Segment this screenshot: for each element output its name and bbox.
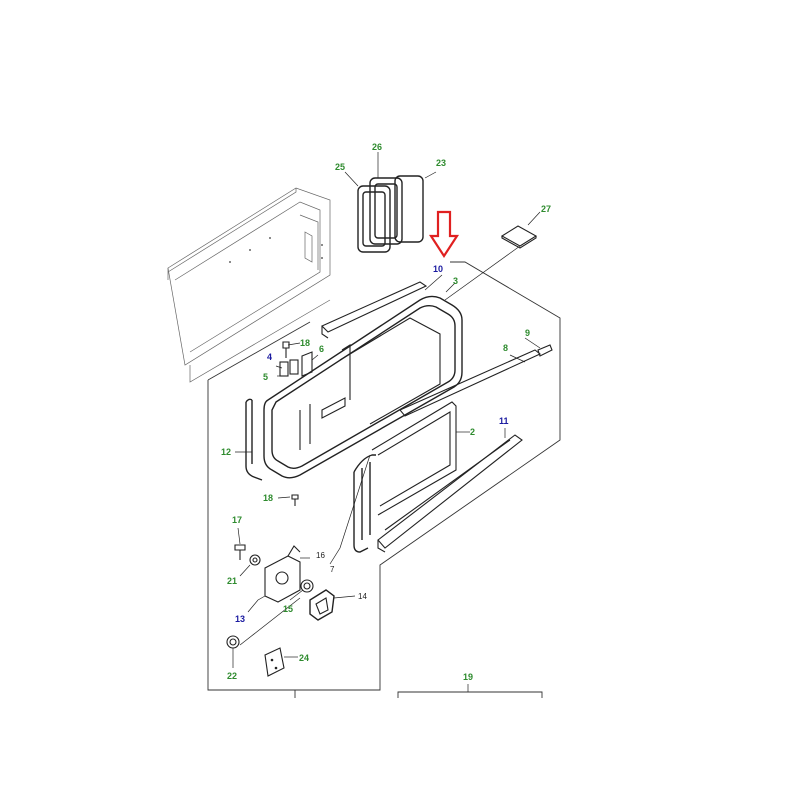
part-8-9-rail xyxy=(399,344,553,417)
label-27: 27 xyxy=(541,204,551,214)
label-21: 21 xyxy=(227,576,237,586)
leader-lines-long xyxy=(424,245,521,301)
label-10: 10 xyxy=(433,264,443,274)
part-2-glass xyxy=(371,401,457,516)
assembly-boundary xyxy=(207,261,561,698)
label-2: 2 xyxy=(470,427,475,437)
label-8: 8 xyxy=(503,343,508,353)
label-24: 24 xyxy=(299,653,309,663)
label-18-mid: 18 xyxy=(263,493,273,503)
label-18-top: 18 xyxy=(300,338,310,348)
parts-clips-4-5-6 xyxy=(279,341,313,506)
label-5: 5 xyxy=(263,372,268,382)
label-23: 23 xyxy=(436,158,446,168)
label-16: 16 xyxy=(316,551,325,560)
label-14: 14 xyxy=(358,592,367,601)
label-13: 13 xyxy=(235,614,245,624)
label-3: 3 xyxy=(453,276,458,286)
part-25-26-23-seals xyxy=(357,175,424,253)
label-26: 26 xyxy=(372,142,382,152)
callout-labels: 23 25 26 27 10 3 9 8 18 4 6 5 11 2 12 18… xyxy=(221,142,551,682)
label-11: 11 xyxy=(499,416,509,426)
part-3-window-frame xyxy=(263,295,463,479)
label-7: 7 xyxy=(330,565,335,574)
parts-latch-assembly xyxy=(226,544,335,677)
vehicle-body-outline xyxy=(167,187,331,383)
part-12-seal xyxy=(245,398,263,481)
label-25: 25 xyxy=(335,162,345,172)
label-9: 9 xyxy=(525,328,530,338)
label-4: 4 xyxy=(267,352,272,362)
label-15: 15 xyxy=(283,604,293,614)
label-6: 6 xyxy=(319,344,324,354)
red-down-arrow-icon xyxy=(428,210,460,259)
part-11-lower-rail xyxy=(377,434,523,553)
label-22: 22 xyxy=(227,671,237,681)
part-10-strips xyxy=(321,281,428,419)
part-27-pad xyxy=(500,225,538,249)
label-17: 17 xyxy=(232,515,242,525)
leader-lines-short xyxy=(232,152,541,692)
label-12: 12 xyxy=(221,447,231,457)
label-19: 19 xyxy=(463,672,473,682)
